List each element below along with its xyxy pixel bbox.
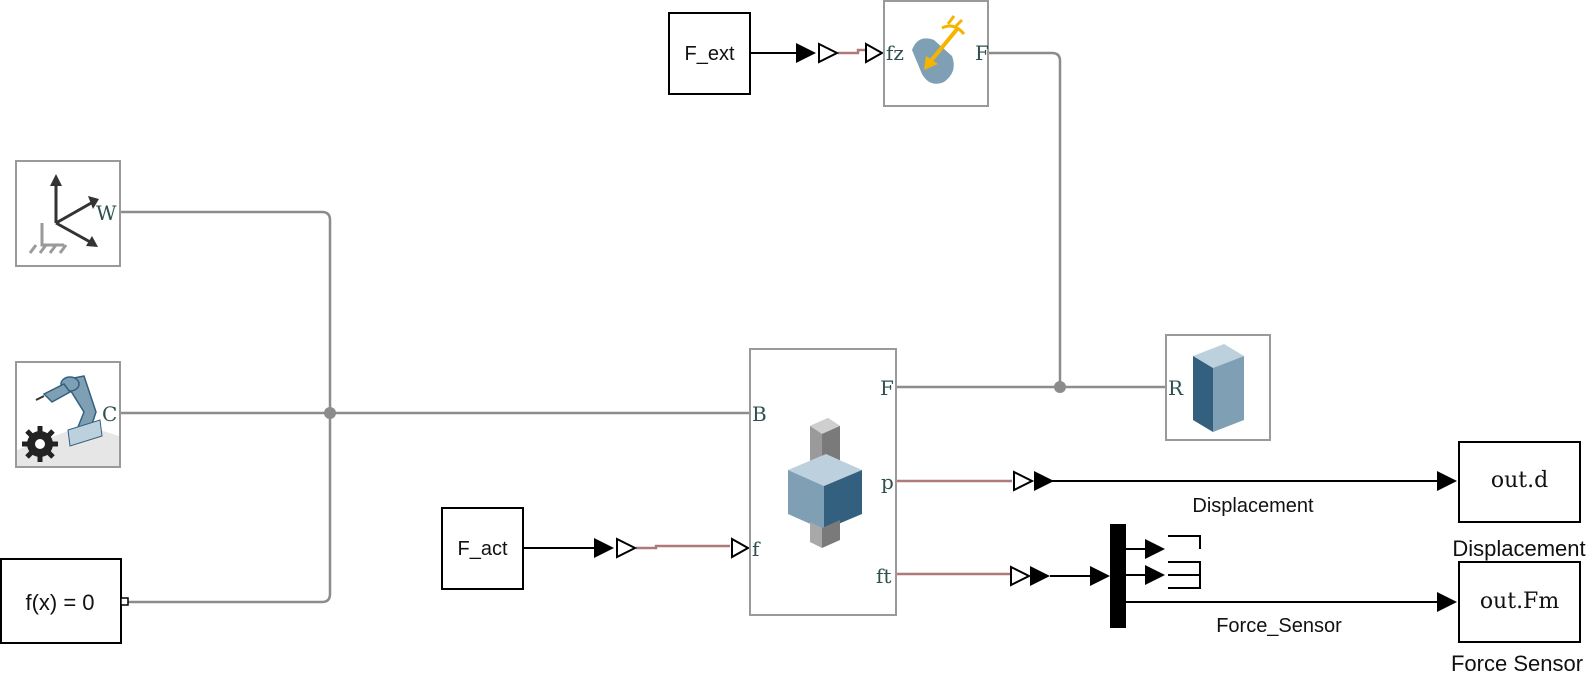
joint-port-ft: ft (876, 564, 891, 588)
solver-label: f(x) = 0 (25, 590, 94, 615)
arrow-fact-open (616, 537, 638, 559)
out-d-caption: Displacement (1452, 536, 1585, 561)
arrowheads (594, 43, 1457, 612)
prismatic-joint-block[interactable]: B F p ft f (749, 348, 897, 616)
arrow-demux-out-2 (1145, 565, 1165, 585)
junction-dot-left (324, 407, 336, 419)
arrow-p-open (1013, 470, 1035, 492)
joint-port-f-out: F (880, 376, 894, 400)
physical-connections (118, 51, 1166, 604)
out-d-block[interactable]: out.d (1458, 441, 1581, 523)
signal-connections (523, 52, 1442, 603)
arrow-f-open (731, 537, 751, 559)
external-force-icon (912, 15, 966, 84)
demux-block[interactable] (1110, 524, 1126, 628)
connection-force-to-solid[interactable] (988, 51, 1062, 387)
arrow-out-d (1437, 471, 1457, 491)
arrow-fext-open (818, 42, 840, 64)
f-ext-label: F_ext (684, 43, 734, 65)
solver-port (120, 597, 129, 606)
out-fm-block[interactable]: out.Fm (1458, 561, 1581, 643)
world-frame-icon (50, 174, 99, 247)
out-fm-label: out.Fm (1480, 589, 1560, 614)
world-frame-block[interactable]: W (15, 160, 121, 267)
arrow-demux-out-1 (1145, 539, 1165, 559)
mechanism-configuration-icon (35, 375, 103, 447)
f-act-label: F_act (457, 538, 507, 560)
ground-icon (28, 223, 68, 254)
world-port-w: W (96, 201, 117, 225)
connection-world-w[interactable] (118, 210, 332, 413)
joint-port-p: p (881, 470, 894, 494)
out-d-label: out.d (1491, 468, 1548, 493)
gear-icon (22, 426, 58, 462)
prismatic-joint-icon (788, 418, 862, 548)
force-port-f: F (975, 41, 989, 65)
external-force-block[interactable]: fz F (883, 0, 989, 107)
demux-output-brackets (1168, 535, 1201, 589)
f-act-block[interactable]: F_act (441, 507, 524, 590)
junction-dot-right (1054, 381, 1066, 393)
arrow-out-fm (1437, 592, 1457, 612)
signal-label-force-sensor: Force_Sensor (1216, 615, 1342, 637)
ps-line-fact[interactable] (636, 544, 730, 550)
arrow-demux-in (1090, 566, 1110, 586)
ps-connections (636, 48, 1012, 576)
joint-port-f-in: f (752, 537, 761, 561)
joint-port-b: B (752, 402, 767, 426)
solver-configuration-block[interactable]: f(x) = 0 (0, 558, 129, 644)
open-arrowheads (616, 42, 1035, 587)
signal-label-displacement: Displacement (1192, 495, 1314, 517)
arrow-fz-open (865, 42, 885, 64)
ps-line-fext[interactable] (838, 48, 866, 55)
mechanism-configuration-block[interactable]: C (15, 361, 121, 468)
solid-port-r: R (1168, 376, 1184, 400)
arrow-p-filled (1034, 471, 1054, 491)
f-ext-block[interactable]: F_ext (668, 12, 751, 95)
solid-block-icon (1193, 344, 1244, 432)
connection-solver[interactable] (128, 413, 332, 604)
force-port-fz: fz (886, 41, 904, 65)
solid-block[interactable]: R (1165, 334, 1271, 441)
arrow-fext-filled (796, 43, 816, 63)
out-fm-caption: Force Sensor (1451, 651, 1583, 675)
config-port-c: C (102, 402, 117, 426)
arrow-ft-open (1010, 565, 1032, 587)
arrow-fact-filled (594, 538, 614, 558)
arrow-ft-filled (1030, 566, 1050, 586)
